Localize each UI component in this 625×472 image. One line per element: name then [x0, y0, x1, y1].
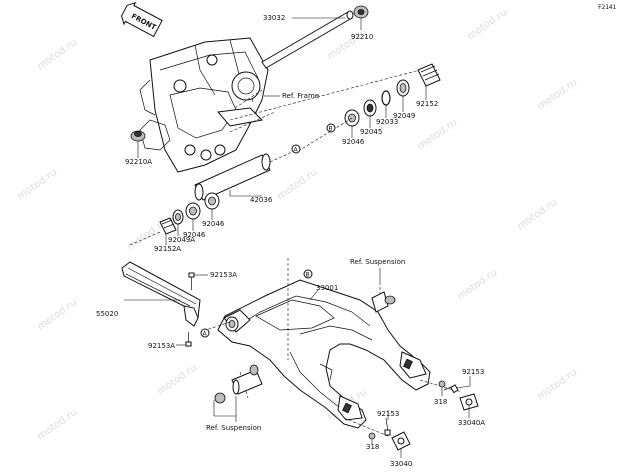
marker-b-top: B	[326, 123, 336, 133]
part-labels: 33032 92210 92210A Ref. Frame 92152 9204…	[96, 14, 485, 468]
ref-suspension-top-label: Ref. Suspension	[350, 258, 405, 266]
oil-seal-92049	[396, 79, 410, 97]
watermark-text: motod.ru	[535, 367, 579, 402]
nut-318-right	[438, 380, 446, 388]
marker-b-bottom: B	[303, 269, 313, 279]
circlip-92033	[381, 90, 391, 106]
watermark-text: motod.ru	[515, 197, 559, 232]
front-arrow-icon: FRONT	[120, 2, 163, 38]
suspension-bushing-top	[371, 291, 396, 313]
chain-guide-55020	[121, 261, 201, 327]
marker-a-top: A	[291, 144, 301, 154]
label-42036: 42036	[250, 196, 273, 204]
watermark-text: motod.ru	[35, 297, 79, 332]
label-92210A: 92210A	[125, 158, 152, 166]
pivot-shaft-33032	[261, 10, 354, 69]
watermark-text: motod.ru	[35, 37, 79, 72]
label-92153A-bottom: 92153A	[148, 342, 175, 350]
label-92049A: 92049A	[168, 236, 195, 244]
label-92153-right: 92153	[462, 368, 484, 376]
bearing-92046-low	[185, 202, 201, 220]
bolt-92153A-top	[188, 272, 195, 290]
swingarm-33001	[217, 279, 431, 429]
watermark-text: motod.ru	[535, 77, 579, 112]
bolt-92153-right	[443, 384, 459, 394]
label-92152: 92152	[416, 100, 438, 108]
label-92033: 92033	[376, 118, 398, 126]
bearing-92045	[363, 99, 377, 117]
nut-318-bottom	[368, 432, 376, 440]
bolt-92153A-bottom	[185, 332, 192, 347]
watermark-text: motod.ru	[455, 267, 499, 302]
sleeve-42036	[194, 153, 271, 201]
nut-92210	[353, 5, 369, 19]
label-318-bottom: 318	[366, 443, 379, 451]
label-92045: 92045	[360, 128, 382, 136]
watermark-text: motod.ru	[155, 362, 199, 397]
label-92049: 92049	[393, 112, 415, 120]
watermark-text: motod.ru	[275, 167, 319, 202]
bolt-92153-bottom	[384, 417, 391, 436]
label-33032: 33032	[263, 14, 285, 22]
label-33040: 33040	[390, 460, 412, 468]
label-55020: 55020	[96, 310, 118, 318]
label-92046-mid: 92046	[202, 220, 225, 228]
oil-seal-92049A	[172, 209, 184, 225]
watermark-text: motod.ru	[35, 407, 79, 442]
adjuster-plate-33040A	[459, 393, 479, 411]
leader-lines	[124, 17, 471, 458]
suspension-bushing-bottom	[214, 364, 263, 404]
ref-suspension-bottom-label: Ref. Suspension	[206, 424, 261, 432]
marker-a-bottom: A	[200, 328, 210, 338]
label-92153A-top: 92153A	[210, 271, 237, 279]
marker-a-bottom-label: A	[203, 331, 208, 338]
collar-92152A	[159, 217, 177, 235]
watermark-text: motod.ru	[15, 167, 59, 202]
marker-b-bottom-label: B	[306, 272, 310, 279]
label-318-right: 318	[434, 398, 447, 406]
adjuster-plate-33040	[391, 431, 411, 451]
bearing-92046-mid	[204, 192, 220, 210]
figure-code: F2141	[598, 4, 616, 11]
watermark-text: motod.ru	[465, 7, 509, 42]
label-92152A: 92152A	[154, 245, 181, 253]
label-33040A: 33040A	[458, 419, 485, 427]
marker-b-top-label: B	[329, 126, 333, 133]
ref-frame-label: Ref. Frame	[282, 92, 319, 100]
marker-a-top-label: A	[294, 147, 299, 154]
collar-92152	[417, 63, 441, 87]
label-92210: 92210	[351, 33, 373, 41]
label-92046-top: 92046	[342, 138, 365, 146]
label-92046-low: 92046	[183, 231, 206, 239]
label-33001: 33001	[316, 284, 338, 292]
frame-illustration	[130, 37, 269, 173]
watermark-text: motod.ru	[415, 117, 459, 152]
label-92153-bottom: 92153	[377, 410, 399, 418]
